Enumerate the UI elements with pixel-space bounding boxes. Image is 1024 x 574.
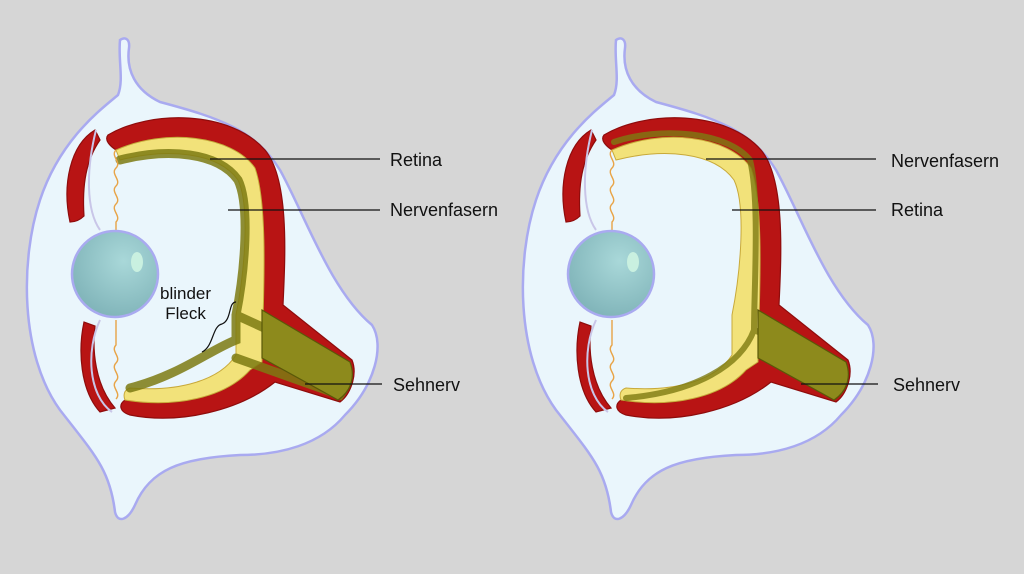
label-optic-nerve-left: Sehnerv bbox=[393, 375, 461, 395]
left-eye bbox=[25, 37, 382, 521]
right-ciliary-outline bbox=[583, 129, 609, 413]
label-blind-spot-line2: Fleck bbox=[165, 304, 206, 323]
blind-spot-bracket bbox=[201, 301, 237, 353]
label-retina-left: Retina bbox=[390, 150, 443, 170]
label-blind-spot-line1: blinder bbox=[160, 284, 212, 303]
right-zonule-lower bbox=[609, 320, 615, 400]
left-ciliary-outline bbox=[87, 129, 113, 413]
right-eye bbox=[521, 37, 878, 521]
right-lens-highlight bbox=[627, 252, 639, 272]
label-blind-spot: blinder Fleck bbox=[160, 284, 211, 324]
left-iris-lower bbox=[80, 321, 117, 413]
left-lens bbox=[70, 229, 160, 319]
right-optic-nerve bbox=[757, 308, 849, 401]
label-nerve-fibers-left: Nervenfasern bbox=[390, 200, 499, 220]
label-retina-right: Retina bbox=[891, 200, 944, 220]
right-lens bbox=[566, 229, 656, 319]
left-optic-nerve bbox=[261, 308, 353, 401]
left-lens-highlight bbox=[131, 252, 143, 272]
right-zonule-upper bbox=[609, 149, 615, 238]
right-iris-lower bbox=[576, 321, 613, 413]
label-optic-nerve-right: Sehnerv bbox=[893, 375, 961, 395]
right-nerve-fibers bbox=[611, 130, 844, 401]
left-eyeball-outline bbox=[25, 37, 379, 521]
left-zonule-upper bbox=[113, 149, 119, 238]
right-eyeball-outline bbox=[521, 37, 875, 521]
left-zonule-lower bbox=[113, 320, 119, 400]
label-nerve-fibers-right: Nervenfasern bbox=[891, 151, 1000, 171]
